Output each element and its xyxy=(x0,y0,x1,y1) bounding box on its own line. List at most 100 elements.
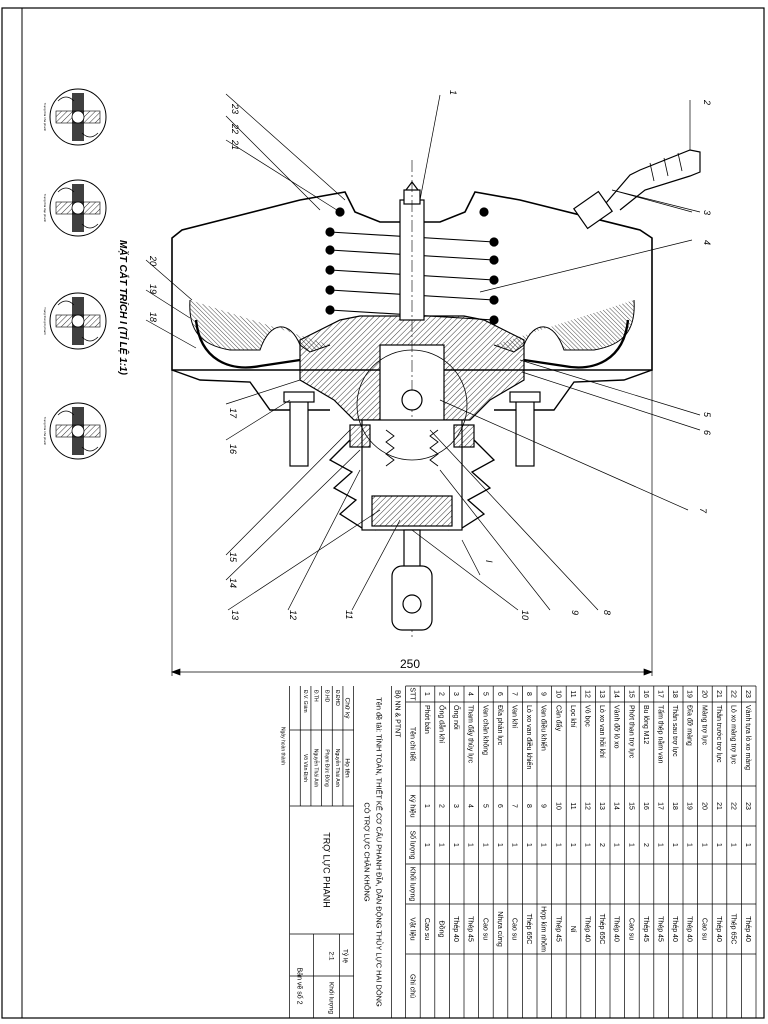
bom-cell: 1 xyxy=(525,843,532,847)
bom-cell: 9 xyxy=(540,804,547,808)
bom-cell: 1 xyxy=(540,843,547,847)
bom-cell: 14 xyxy=(613,690,620,698)
bom-cell: Vành đỡ lò xo xyxy=(613,705,620,749)
bom-cell: Thân sau trợ lực xyxy=(671,705,678,757)
bom-cell: 22 xyxy=(729,690,736,698)
callout-21: 21 xyxy=(230,139,240,150)
bom-cell: Lò xo màng trợ lực xyxy=(729,705,736,765)
bom-cell: 6 xyxy=(496,804,503,808)
bom-cell: 20 xyxy=(700,802,707,810)
bom-cell: 2 xyxy=(437,692,444,696)
callout-14: 14 xyxy=(228,578,238,588)
callout-17: 17 xyxy=(228,408,238,419)
detail-view-4 xyxy=(49,402,107,460)
callout-3: 3 xyxy=(702,210,712,215)
callout-4: 4 xyxy=(702,240,712,245)
bom-cell: 13 xyxy=(598,802,605,810)
bom-cell: Thép 45 xyxy=(642,916,649,942)
bom-cell: Thép 40 xyxy=(452,916,459,942)
bom-header: STT xyxy=(408,687,415,701)
bom-cell: Thép 65C xyxy=(598,914,605,945)
bom-cell: Nỉ xyxy=(569,926,577,933)
bom-cell: 7 xyxy=(510,692,517,696)
bom-cell: 11 xyxy=(569,802,576,809)
bom-cell: 15 xyxy=(627,690,634,698)
bom-cell: Thép 40 xyxy=(671,916,678,942)
bom-cell: Van điều khiển xyxy=(540,705,549,751)
date-label: Ngày hoàn thành xyxy=(280,727,286,765)
bom-cell: 18 xyxy=(671,802,678,810)
drawing-name: TRỢ LỰC PHANH xyxy=(322,832,332,907)
sign-name: Nguyễn Thái Anh xyxy=(313,749,320,787)
bom-cell: 1 xyxy=(627,843,634,847)
bom-cell: 21 xyxy=(715,690,722,698)
bom-cell: 1 xyxy=(510,843,517,847)
bom-cell: Thép 40 xyxy=(686,916,693,942)
bom-cell: Thép 40 xyxy=(613,916,620,942)
callout-22: 22 xyxy=(230,123,240,134)
project-title-2: CÓ TRỢ LỰC CHÂN KHÔNG xyxy=(363,802,372,901)
bom-header: Khối lượng xyxy=(408,867,417,902)
bom-cell: Lọc khí xyxy=(569,705,576,728)
sign-role: Đ.ĐHD xyxy=(334,690,340,706)
bom-cell: Cao su xyxy=(700,918,707,940)
callout-labels: 1 2 3 4 5 6 7 8 9 10 11 12 13 14 15 16 1… xyxy=(148,90,712,620)
bom-cell: 5 xyxy=(481,804,488,808)
callout-20: 20 xyxy=(148,255,158,266)
bom-cell: Bu lông M12 xyxy=(642,705,649,744)
bom-cell: Cao su xyxy=(510,918,517,940)
section-mark: I xyxy=(484,560,494,563)
mass-label: Khối lượng xyxy=(328,982,337,1014)
bom-cell: Cao su xyxy=(423,918,430,940)
callout-18: 18 xyxy=(148,312,158,322)
bom-cell: 7 xyxy=(510,804,517,808)
sign-name: Nguyễn Thái Anh xyxy=(334,749,341,787)
bom-cell: Van khí xyxy=(510,705,517,728)
bom-cell: 10 xyxy=(554,802,561,810)
callout-19: 19 xyxy=(148,284,158,294)
bom-cell: 19 xyxy=(686,690,693,698)
bom-cell: Đĩa đỡ màng xyxy=(686,705,693,746)
bom-header: Ký hiệu xyxy=(408,794,415,817)
bom-cell: 22 xyxy=(729,802,736,810)
bom-cell: 1 xyxy=(437,843,444,847)
bom-cell: Phớt than trợ lực xyxy=(627,705,634,759)
sign-role: Đ.V. Giám xyxy=(302,690,308,713)
bom-cell: 1 xyxy=(686,843,693,847)
bom-cell: 6 xyxy=(496,692,503,696)
bom-cell: Ống nối xyxy=(452,705,462,730)
bom-cell: 12 xyxy=(583,690,590,698)
bom-cell: 3 xyxy=(452,692,459,696)
sign-role: Đ.TH xyxy=(313,690,319,702)
callout-1: 1 xyxy=(448,90,458,95)
callout-6: 6 xyxy=(702,430,712,435)
bom-cell: 1 xyxy=(481,843,488,847)
sign-name: Phạm Đức Đông xyxy=(323,749,329,786)
detail-view-3 xyxy=(49,292,107,350)
callout-23: 23 xyxy=(230,103,240,114)
bom-cell: Vỏ bọc xyxy=(583,705,591,727)
bom-cell: 1 xyxy=(423,843,430,847)
detail-view-1 xyxy=(49,88,107,146)
dimension-label: 250 xyxy=(400,657,420,671)
bom-cell: 11 xyxy=(569,690,576,697)
bom-cell: Cao su xyxy=(627,918,634,940)
callout-16: 16 xyxy=(228,444,238,454)
callout-10: 10 xyxy=(520,610,530,620)
detail-caption-1: Trạng thái nhả phanh xyxy=(43,103,47,132)
bom-cell: 1 xyxy=(700,843,707,847)
bom-cell: 23 xyxy=(744,802,751,810)
bom-cell: 1 xyxy=(656,843,663,847)
bom-cell: 1 xyxy=(452,843,459,847)
bom-cell: Thân trước trợ lực xyxy=(715,705,722,763)
section-title: MẶT CẮT TRÍCH I (TỈ LỆ 1:1) xyxy=(117,240,130,376)
dimension-250 xyxy=(171,370,653,676)
bom-cell: Nhựa cứng xyxy=(496,911,503,947)
bom-cell: Cao su xyxy=(481,918,488,940)
bom-cell: 13 xyxy=(598,690,605,698)
bom-cell: 18 xyxy=(671,690,678,698)
sign-name: Võ Văn Định xyxy=(302,754,308,782)
bom-cell: Van chân không xyxy=(481,705,488,755)
